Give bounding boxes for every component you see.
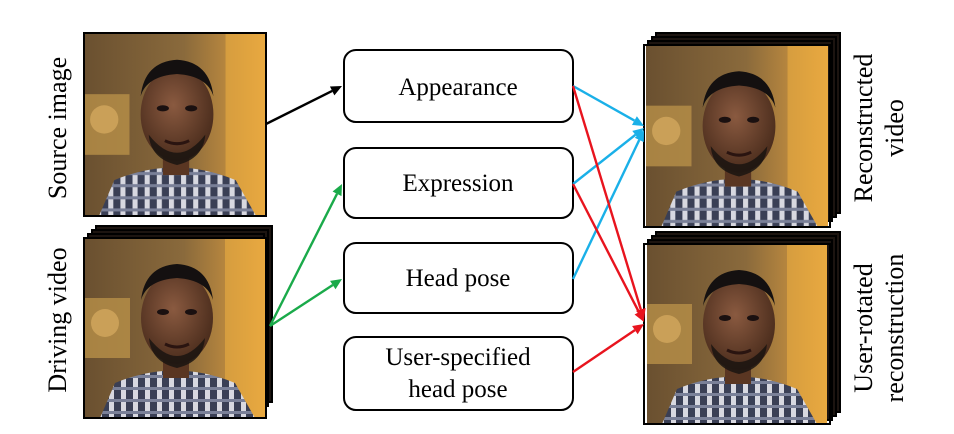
expression-to-recon-arrow (572, 128, 644, 185)
head-pose-box: Head pose (343, 242, 574, 314)
driving-video-label: Driving video (43, 247, 72, 392)
expression-label: Expression (402, 170, 514, 197)
reconstructed-video-stack (643, 32, 841, 228)
user-pose-label-line1: User-specified (385, 344, 531, 371)
headpose-to-recon-arrow (571, 130, 644, 280)
user-specified-pose-box: User-specified head pose (343, 336, 574, 411)
reconstructed-label-line1: Reconstructed (849, 54, 878, 203)
user-pose-label-line2: head pose (408, 376, 507, 403)
source-to-appearance-arrow (265, 86, 342, 126)
source-image-photo (83, 32, 267, 217)
head-pose-label: Head pose (406, 265, 511, 292)
driving-video-stack (83, 225, 273, 419)
user-rotated-stack (643, 231, 841, 425)
appearance-box: Appearance (343, 49, 574, 123)
expression-box: Expression (343, 147, 574, 219)
reconstructed-label-line2: video (880, 99, 909, 157)
rotated-label-line2: reconstruction (880, 254, 909, 403)
appearance-to-recon-arrow (572, 84, 644, 126)
arrows (265, 84, 646, 373)
driving-to-expression-arrow (268, 184, 342, 327)
expression-to-rotated-arrow (571, 183, 644, 322)
appearance-label: Appearance (398, 74, 517, 101)
userpose-to-rotated-arrow (572, 324, 644, 373)
source-image-label: Source image (43, 57, 72, 199)
rotated-label-line1: User-rotated (849, 263, 878, 392)
driving-to-headpose-arrow (269, 279, 342, 328)
